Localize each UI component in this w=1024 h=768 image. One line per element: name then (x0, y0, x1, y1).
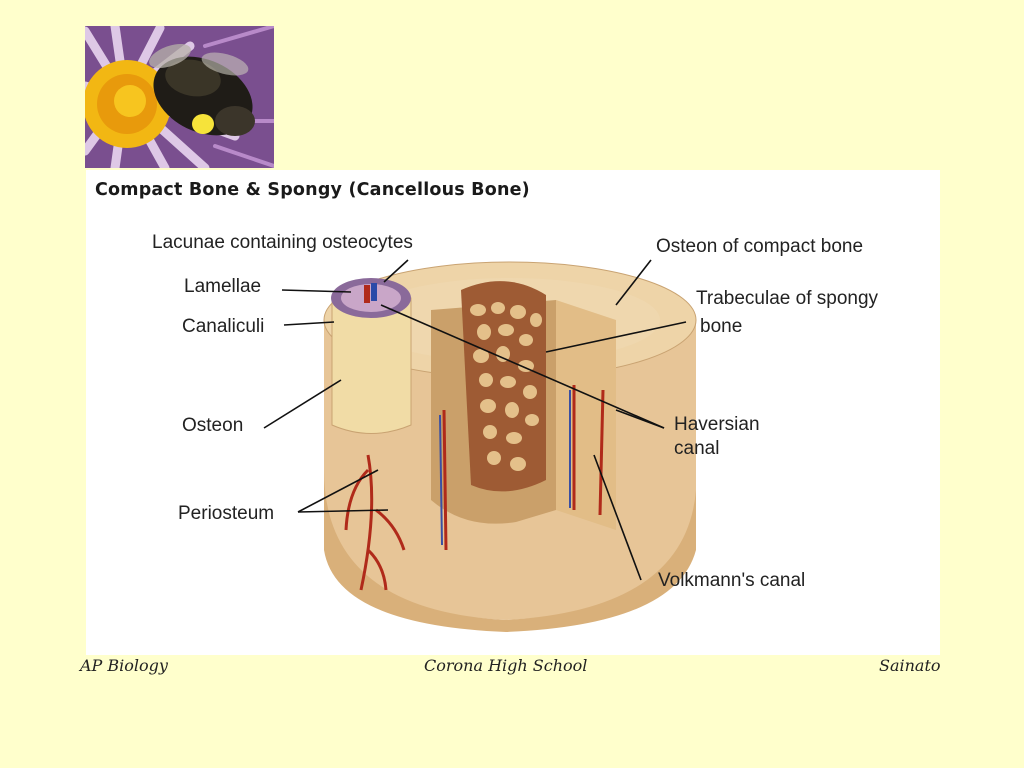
veins (439, 390, 571, 546)
leader-lines (263, 259, 687, 581)
bee-on-flower-photo (85, 26, 274, 168)
osteon-vein (371, 283, 377, 301)
osteon-artery (364, 285, 370, 303)
label-trabeculae-line2: bone (700, 316, 743, 337)
footer-right: Sainato (879, 656, 941, 675)
bee-flower-image (85, 26, 274, 168)
label-trabeculae-line1: Trabeculae of spongy (696, 288, 879, 309)
label-osteon-compact: Osteon of compact bone (656, 236, 864, 257)
trabeculae-holes (470, 302, 542, 471)
cutaway-side-wall (556, 300, 616, 530)
footer-left: AP Biology (80, 656, 168, 675)
label-haversian-line1: Haversian (674, 414, 760, 435)
bone-diagram-figure: Compact Bone & Spongy (Cancellous Bone) (86, 170, 940, 655)
label-osteon: Osteon (182, 415, 244, 436)
label-haversian-line2: canal (674, 438, 720, 459)
label-lacunae: Lacunae containing osteocytes (152, 232, 413, 253)
label-periosteum: Periosteum (178, 503, 275, 524)
label-volkmann: Volkmann's canal (658, 570, 806, 591)
blood-vessels (344, 385, 605, 591)
osteon-column (331, 297, 412, 434)
label-canaliculi: Canaliculi (182, 316, 265, 337)
bone-illustration (263, 259, 697, 632)
figure-title: Compact Bone & Spongy (Cancellous Bone) (95, 180, 530, 200)
label-lamellae: Lamellae (184, 276, 262, 297)
footer-center: Corona High School (424, 656, 588, 675)
